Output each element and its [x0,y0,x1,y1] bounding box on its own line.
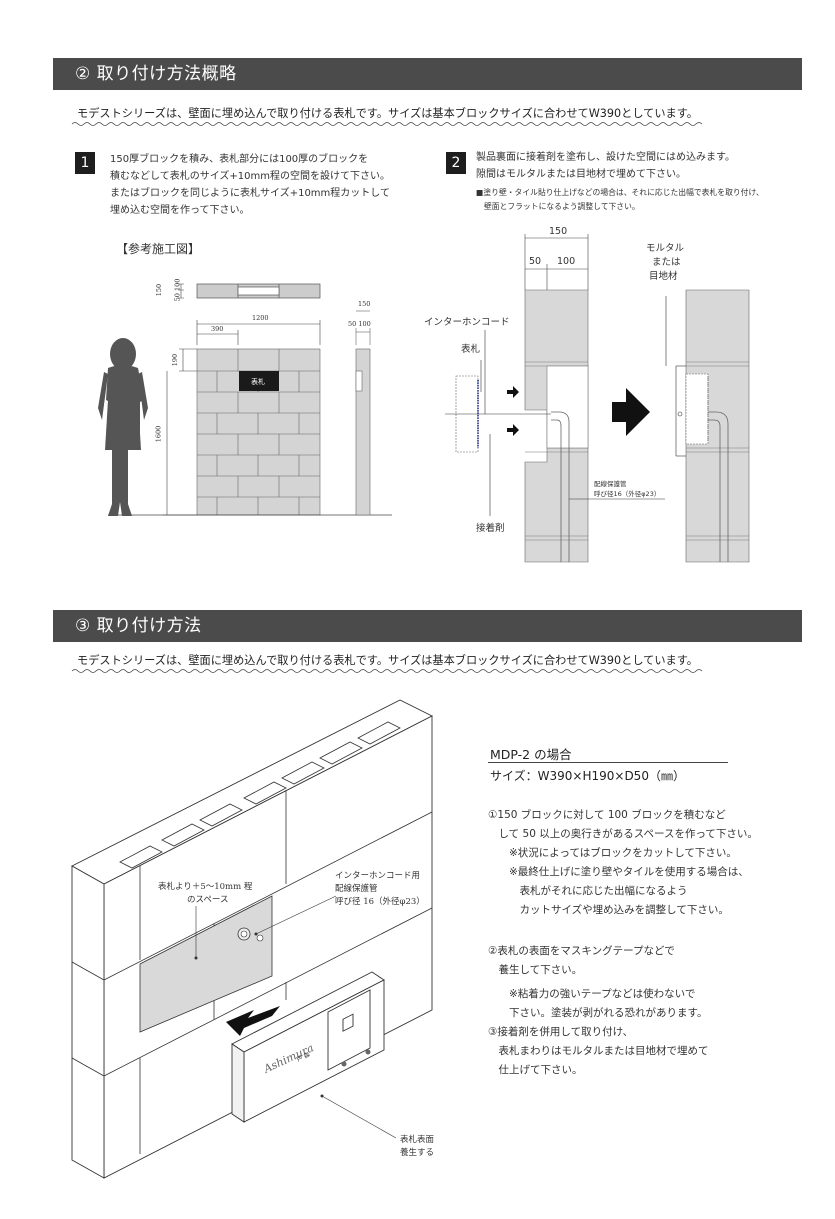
mortar-label: モルタル [646,243,685,254]
intercom-cord-label: インターホンコード [424,317,510,328]
instruction-line: 表札がそれに応じた出幅になるよう [488,885,688,897]
step1-number: 1 [75,152,95,174]
d2-dim-100: 100 [557,256,576,267]
section2-intro: モデストシリーズは、壁面に埋め込んで取り付ける表札です。サイズは基本ブロックサイ… [77,107,698,120]
d2-dim-50: 50 [529,256,542,267]
section2-header: ② 取り付け方法概略 [53,58,802,90]
protect-label: 養生する [400,1148,435,1158]
instruction-line: ②表札の表面をマスキングテープなどで [488,945,675,957]
instruction-line: ③接着剤を併用して取り付け、 [488,1026,634,1038]
step1-line: 積むなどして表札のサイズ+10mm程の空間を設けて下さい。 [110,171,390,182]
instruction-line: 表札まわりはモルタルまたは目地材で埋めて [488,1045,709,1057]
nameplate-mark [239,371,279,391]
mdp-title: MDP-2 の場合 [490,747,572,762]
adhesive-label: 接着剤 [476,523,505,534]
side-dim-50-100: 50 100 [348,320,371,328]
mdp-size: サイズ：W390×H190×D50（㎜） [490,769,685,783]
step1-line: 150厚ブロックを積み、表札部分には100厚のブロックを [110,154,369,165]
step2-line: 製品裏面に接着剤を塗布し、設けた空間にはめ込みます。 [476,152,735,163]
conduit-label: 呼び径16（外径φ23） [594,490,661,498]
mdp-divider [488,762,728,763]
instruction-line: 下さい。塗装が剥がれる恐れがあります。 [488,1007,708,1019]
person-silhouette [98,338,148,516]
step2-note: 壁面とフラットになるよう調整して下さい。 [484,202,640,211]
section3-title: ③ 取り付け方法 [75,616,202,636]
instruction-line: ※最終仕上げに塗り壁やタイルを使用する場合は、 [488,866,749,878]
instruction-line: 仕上げて下さい。 [488,1064,583,1076]
wavy-underline [71,122,703,126]
d2-dim-150: 150 [549,226,568,237]
instruction-line: ※状況によってはブロックをカットして下さい。 [488,847,737,859]
mortar-label: または [652,257,681,268]
step1-line: 埋め込む空間を作って下さい。 [110,205,250,216]
instruction-line: 養生して下さい。 [488,964,583,976]
reference-title: 【参考施工図】 [116,242,201,256]
instruction-line: ※粘着力の強いテープなどは使わないで [488,988,696,1000]
construction-drawing [98,234,750,563]
conduit-label: 配線保護管 [594,480,627,488]
plate-label: 表札 [251,378,265,386]
d2-plate-label: 表札 [461,344,481,355]
step1-line: またはブロックを同じように表札サイズ+10mm程カットして [110,188,390,199]
instruction-line: して 50 以上の奥行きがあるスペースを作って下さい。 [488,828,758,840]
space-label: のスペース [187,895,229,905]
conduit-note: 配線保護管 [335,884,378,894]
conduit-note: 呼び径 16（外径φ23） [335,897,425,907]
space-label: 表札より＋5～10mm 程 [158,882,253,892]
dim-1200: 1200 [252,314,269,322]
section3-intro: モデストシリーズは、壁面に埋め込んで取り付ける表札です。サイズは基本ブロックサイ… [77,654,698,667]
side-dim-150: 150 [358,300,371,308]
wavy-underline [71,669,703,673]
instruction-line: カットサイズや埋め込みを調整して下さい。 [488,904,729,916]
instruction-line: ①150 ブロックに対して 100 ブロックを積むなど [488,809,726,821]
section3-header: ③ 取り付け方法 [53,610,802,642]
conduit-note: インターホンコード用 [335,871,421,881]
dim-390: 390 [211,325,224,333]
mortar-label: 目地材 [649,271,678,282]
section2-title: ② 取り付け方法概略 [75,64,237,84]
step2-line: 隙間はモルタルまたは目地材で埋めて下さい。 [476,169,686,180]
step2-number: 2 [446,152,466,174]
step2-note: ■塗り壁・タイル貼り仕上げなどの場合は、それに応じた出幅で表札を取り付け、 [476,188,764,197]
protect-label: 表札表面 [400,1135,435,1145]
